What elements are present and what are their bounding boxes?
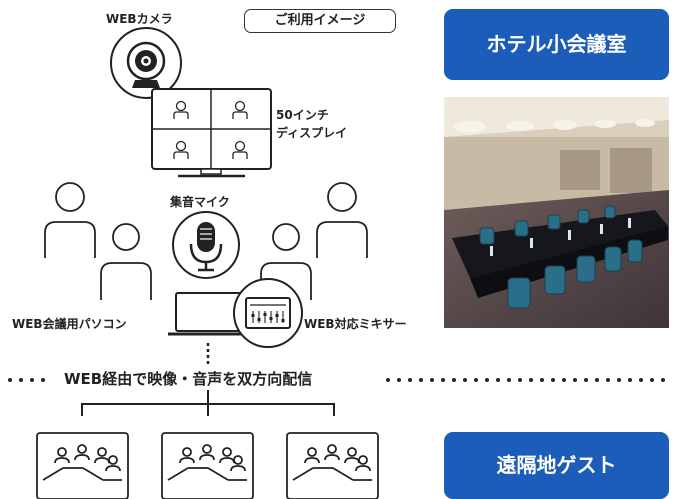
flow-dotted-line [8,378,665,382]
display-label-line2: ディスプレイ [276,126,348,140]
webcam-icon [110,27,182,99]
remote-laptop-icon [161,432,254,499]
flow-description: WEB経由で映像・音声を双方向配信 [60,368,317,389]
display-icon [151,88,272,178]
laptop-icon [168,292,249,336]
distribution-bracket [81,390,335,416]
remote-laptop-icon [286,432,379,499]
microphone-icon [172,211,240,279]
remote-laptop-icon [36,432,129,499]
pc-label: WEB会議用パソコン [12,317,127,331]
participants-icon [44,182,368,300]
hotel-room-banner: ホテル小会議室 [444,9,669,80]
remote-guest-banner: 遠隔地ゲスト [444,432,669,499]
display-label-line1: 50インチ [276,108,329,122]
usage-image-badge: ご利用イメージ [244,9,396,33]
mixer-icon [233,278,303,348]
webcam-label: WEBカメラ [106,12,173,26]
meeting-room-photo [444,97,669,328]
mixer-label: WEB対応ミキサー [304,317,407,331]
microphone-label: 集音マイク [170,195,230,209]
